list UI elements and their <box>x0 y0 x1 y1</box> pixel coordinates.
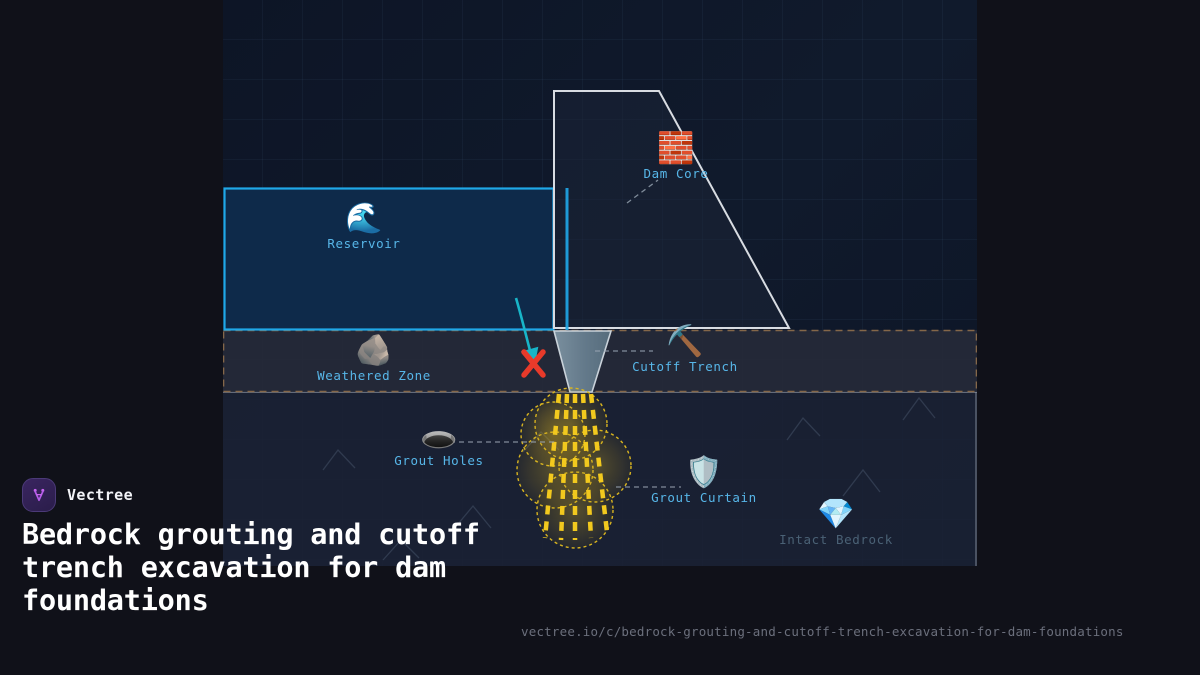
diagram-canvas: 🧱 Dam Core 🌊 Reservoir 🪨 Weathered Zone … <box>223 0 977 566</box>
leader-lines <box>450 179 681 488</box>
hole-icon: 🕳️ <box>420 418 458 453</box>
annotation-weathered-zone: 🪨 Weathered Zone <box>317 333 431 384</box>
brand-block: Vectree <box>22 478 133 512</box>
pick-icon: ⛏️ <box>666 324 704 359</box>
annotation-reservoir: 🌊 Reservoir <box>327 201 401 252</box>
grout-curtain-shape <box>516 387 632 549</box>
page-title: Bedrock grouting and cutoff trench excav… <box>22 518 480 617</box>
diagram-svg <box>223 90 977 566</box>
cutoff-trench-shape <box>552 330 613 393</box>
annotation-grout-holes: 🕳️ Grout Holes <box>394 418 484 469</box>
annotation-grout-curtain: 🛡️ Grout Curtain <box>651 455 757 506</box>
brand-name: Vectree <box>67 486 134 504</box>
dam-body <box>553 90 791 329</box>
annotation-intact-bedrock: 💎 Intact Bedrock <box>779 497 893 548</box>
vectree-v-logo-icon <box>22 478 56 512</box>
gem-icon: 💎 <box>817 497 855 532</box>
brick-wall-icon: 🧱 <box>657 131 695 166</box>
wave-icon: 🌊 <box>345 201 383 236</box>
seepage-path <box>514 297 546 378</box>
rock-icon: 🪨 <box>355 333 393 368</box>
annotation-dam-core: 🧱 Dam Core <box>643 131 709 182</box>
annotation-cutoff-trench: ⛏️ Cutoff Trench <box>632 324 738 375</box>
shield-icon: 🛡️ <box>685 455 723 490</box>
blocked-marker-icon <box>521 349 546 378</box>
source-url: vectree.io/c/bedrock-grouting-and-cutoff… <box>521 624 1124 639</box>
